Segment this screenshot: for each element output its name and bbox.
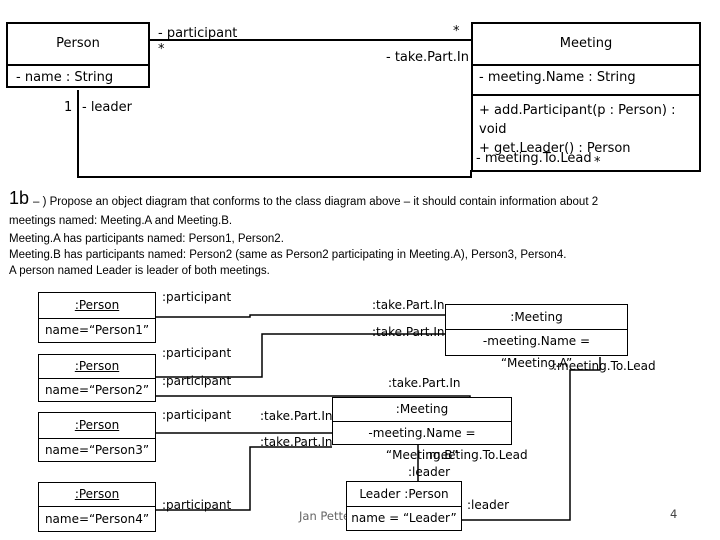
leader-role: - leader (82, 100, 132, 115)
task-line-1: – ) Propose an object diagram that confo… (33, 196, 599, 208)
meeting-a-object: :Meeting -meeting.Name = “Meeting.A” (445, 304, 628, 370)
person3-object: :Person name=“Person3” (38, 412, 156, 462)
meeting-operation-add: + add.Participant(p : Person) : void (479, 103, 676, 137)
link-leader-meetinga (462, 357, 601, 521)
task-line-2: meetings named: Meeting.A and Meeting.B. (9, 215, 233, 227)
person-class: Person - name : String (6, 22, 150, 88)
meeting-class-name: Meeting (473, 24, 699, 66)
link-p4-meetingb (155, 446, 332, 511)
person3-object-name: name=“Person3” (44, 443, 150, 457)
participant-link-label-5: :participant (162, 498, 232, 512)
leader-object-name: name = “Leader” (351, 511, 457, 525)
meetingtolead-multiplicity: * (594, 155, 601, 170)
meeting-class-attribute: - meeting.Name : String (473, 66, 699, 96)
leader-link-label-b: :leader (408, 465, 451, 479)
meeting-operation-getleader: + get.Leader() : Person (479, 141, 631, 156)
person2-object: :Person name=“Person2” (38, 354, 156, 402)
meetingtolead-link-label-a: :meeting.To.Lead (553, 359, 656, 373)
person-class-attribute: - name : String (16, 70, 114, 85)
person-class-name: Person (8, 24, 148, 66)
takepart-link-label-5: :take.Part.In (260, 435, 333, 449)
meeting-b-object-title: :Meeting (333, 398, 511, 422)
meeting-a-object-title: :Meeting (446, 305, 627, 330)
link-p1-meetinga (155, 314, 445, 318)
person2-object-title: :Person (39, 355, 155, 379)
person1-object-name: name=“Person1” (44, 323, 150, 337)
participant-link-label-1: :participant (162, 290, 232, 304)
footer-author: Jan Petter (299, 509, 355, 523)
task-line-5: A person named Leader is leader of both … (9, 265, 270, 277)
task-line-4: Meeting.B has participants named: Person… (9, 249, 567, 261)
person4-object-title: :Person (39, 483, 155, 507)
person3-object-title: :Person (39, 413, 155, 439)
takepart-link-label-4: :take.Part.In (260, 409, 333, 423)
meeting-b-object: :Meeting -meeting.Name = “Meeting.B” (332, 397, 512, 462)
participant-link-label-2: :participant (162, 346, 232, 360)
page-number: 4 (670, 507, 678, 521)
meetingtolead-link-label-b: :meeting.To.Lead (425, 448, 528, 462)
participant-multiplicity: * (158, 42, 165, 57)
meetingtolead-role: - meeting.To.Lead (476, 151, 592, 166)
takepart-multiplicity: * (453, 24, 460, 39)
meeting-class-operations: + add.Participant(p : Person) : void + g… (473, 96, 699, 158)
person4-object-name: name=“Person4” (44, 512, 150, 526)
leader-object: Leader :Person name = “Leader” (346, 481, 462, 531)
leader-multiplicity: 1 (64, 100, 73, 115)
participant-link-label-4: :participant (162, 408, 232, 422)
task-line-3: Meeting.A has participants named: Person… (9, 233, 284, 245)
link-p2-meetinga (155, 333, 445, 378)
takepart-link-label-1: :take.Part.In (372, 298, 445, 312)
takepart-link-label-2: :take.Part.In (372, 325, 445, 339)
leader-object-title: Leader :Person (347, 482, 461, 507)
takepart-role: - take.Part.In (386, 50, 469, 65)
participant-role: - participant (158, 26, 238, 41)
meeting-b-object-name: -meeting.Name = “Meeting.B” (368, 426, 476, 462)
meeting-class: Meeting - meeting.Name : String + add.Pa… (471, 22, 701, 172)
person1-object: :Person name=“Person1” (38, 292, 156, 343)
leader-association (77, 90, 472, 178)
person2-object-name: name=“Person2” (44, 383, 150, 397)
takepart-link-label-3: :take.Part.In (388, 376, 461, 390)
participant-link-label-3: :participant (162, 374, 232, 388)
meeting-a-object-name: -meeting.Name = “Meeting.A” (482, 334, 591, 370)
task-number: 1b (9, 188, 30, 208)
leader-link-label-a: :leader (467, 498, 510, 512)
person1-object-title: :Person (39, 293, 155, 319)
person4-object: :Person name=“Person4” (38, 482, 156, 532)
